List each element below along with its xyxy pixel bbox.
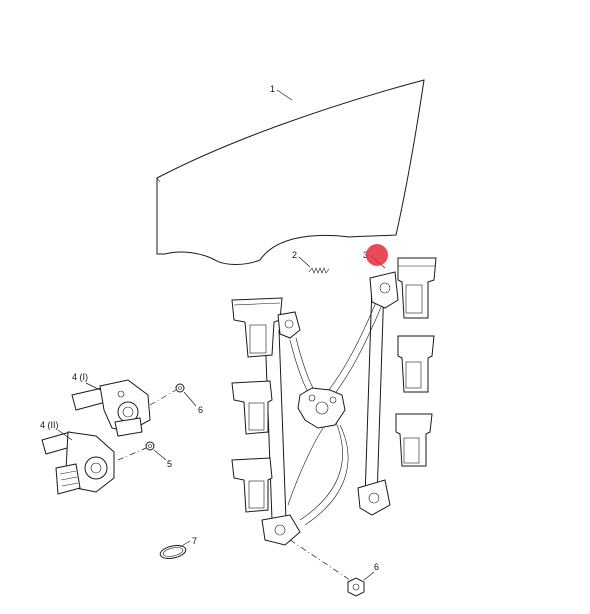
right-clip-middle (397, 335, 435, 393)
bolt-axis (117, 447, 147, 461)
callout-2: 2 (292, 250, 297, 260)
left-clip-top (231, 297, 283, 358)
callout-6b-leader (363, 571, 375, 581)
callout-4ii-leader (57, 429, 73, 441)
fastener-icon[interactable] (175, 383, 185, 393)
callout-6a: 6 (198, 405, 203, 415)
lower-fastener-icon[interactable] (347, 577, 365, 597)
callout-5-leader (153, 449, 167, 461)
callout-4i-leader (85, 382, 101, 391)
window-glass[interactable] (156, 79, 425, 265)
callout-4i: 4 (I) (72, 372, 88, 382)
callout-6b: 6 (374, 562, 379, 572)
callout-7: 7 (192, 536, 197, 546)
grommet-icon[interactable] (159, 543, 187, 560)
callout-1-leader (276, 89, 293, 101)
motor-i-icon[interactable] (71, 379, 151, 437)
bolt-icon[interactable] (145, 441, 155, 451)
right-clip-bottom (395, 413, 433, 467)
fastener-axis-upper (149, 389, 177, 406)
right-clip-top (397, 257, 437, 319)
motor-ii-icon[interactable] (41, 431, 115, 495)
left-clip-bottom (231, 457, 273, 513)
callout-5: 5 (167, 459, 172, 469)
callout-6a-leader (183, 391, 197, 407)
left-clip-middle (231, 380, 273, 435)
callout-2-leader (298, 256, 311, 268)
window-regulator[interactable] (231, 257, 437, 546)
callout-3: 3 (363, 250, 368, 260)
lower-fastener-axis (289, 539, 351, 581)
spring-icon[interactable] (308, 267, 330, 274)
callout-7-leader (179, 540, 191, 548)
highlight-marker[interactable] (366, 244, 388, 266)
callout-1: 1 (270, 84, 275, 94)
callout-4ii: 4 (II) (40, 420, 59, 430)
